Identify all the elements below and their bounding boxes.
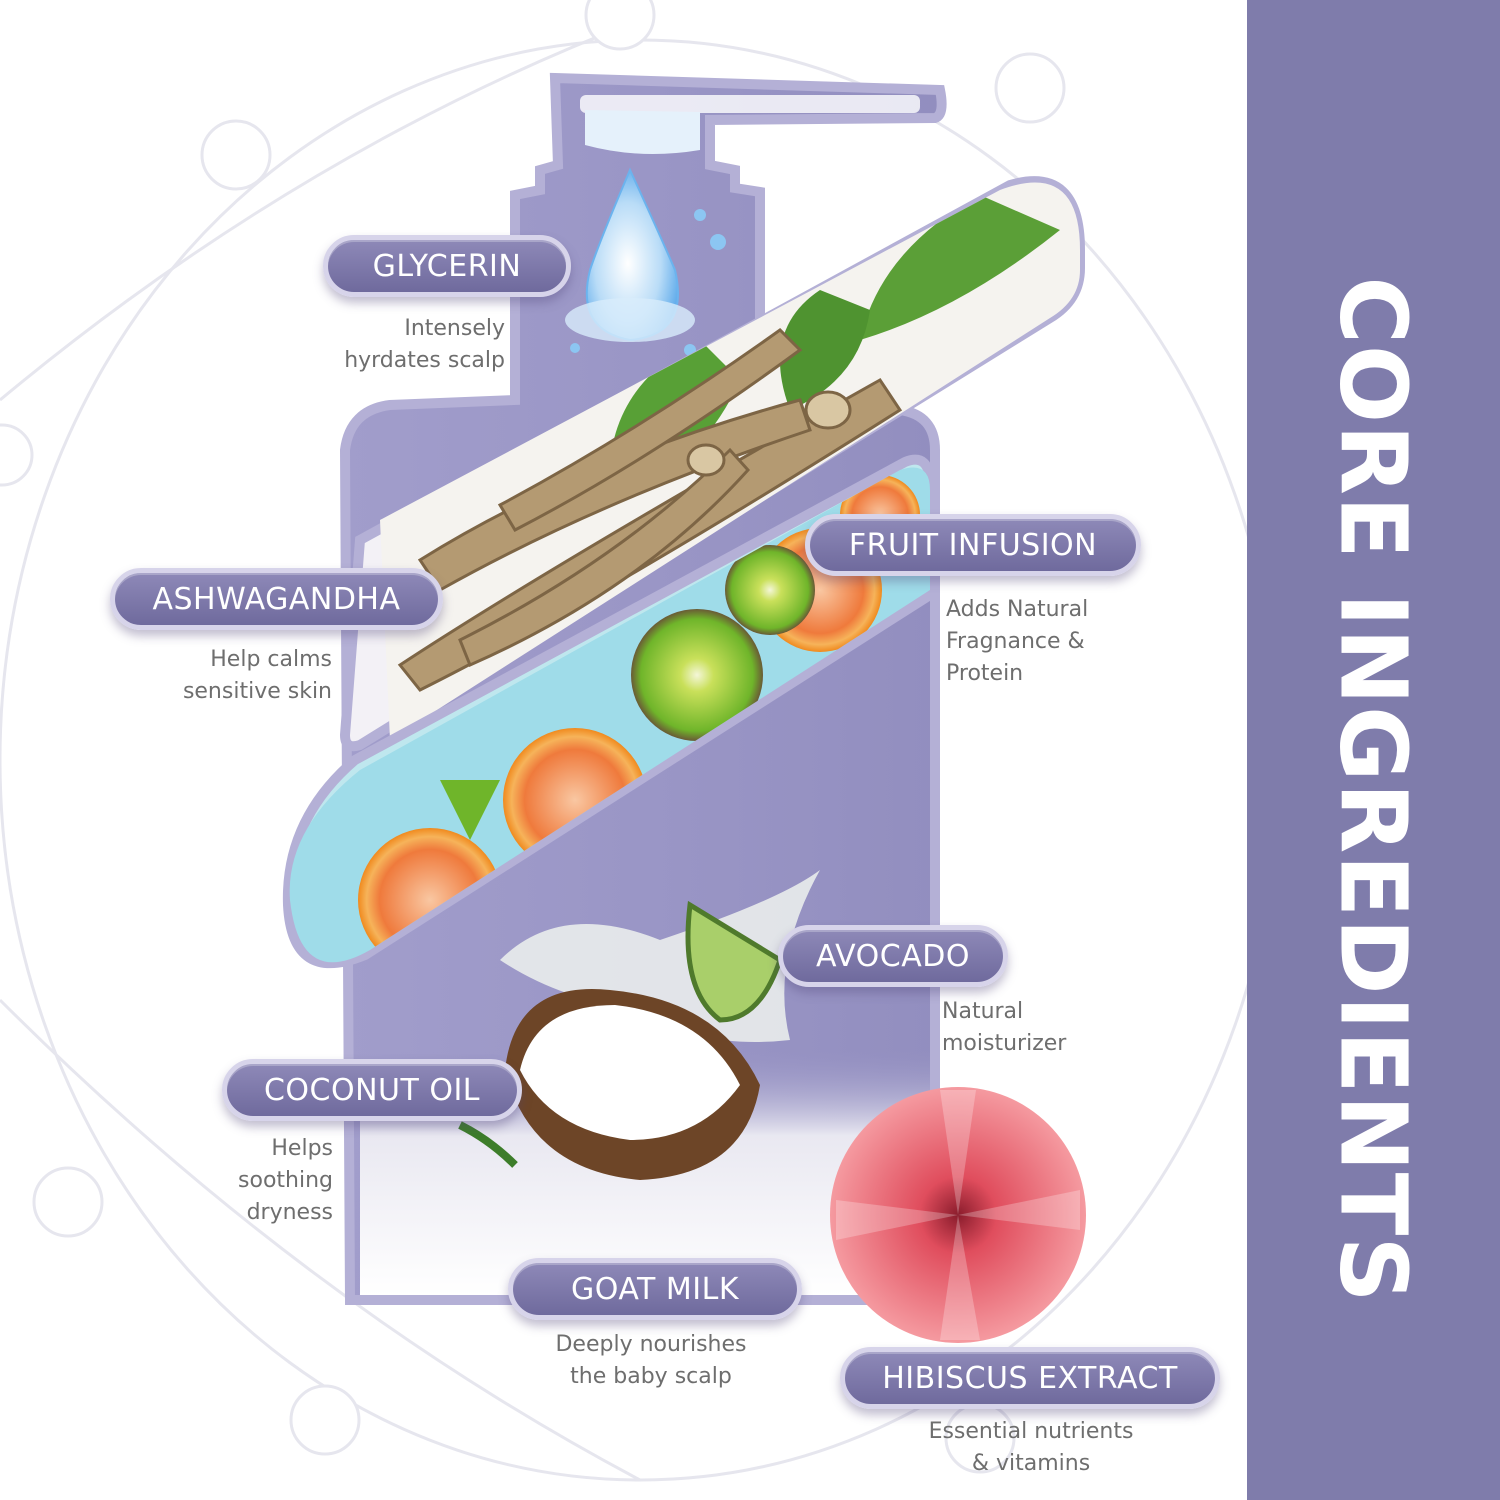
coconut-art — [458, 870, 820, 1180]
side-panel — [1247, 0, 1500, 1500]
goat-milk-label: GOAT MILK — [508, 1258, 802, 1320]
glycerin-label: GLYCERIN — [323, 235, 571, 297]
core-ingredients-title: CORE INGREDIENTS — [1319, 276, 1427, 1304]
hibiscus-extract-label: HIBISCUS EXTRACT — [840, 1347, 1220, 1409]
fruit-infusion-label: FRUIT INFUSION — [805, 514, 1141, 576]
avocado-label: AVOCADO — [778, 925, 1008, 987]
water-drop-art — [565, 167, 726, 356]
coconut-oil-label: COCONUT OIL — [222, 1059, 522, 1121]
hibiscus-extract-description: Essential nutrients& vitamins — [928, 1419, 1134, 1476]
ashwagandha-label: ASHWAGANDHA — [110, 568, 443, 630]
hibiscus-art — [830, 1087, 1086, 1343]
